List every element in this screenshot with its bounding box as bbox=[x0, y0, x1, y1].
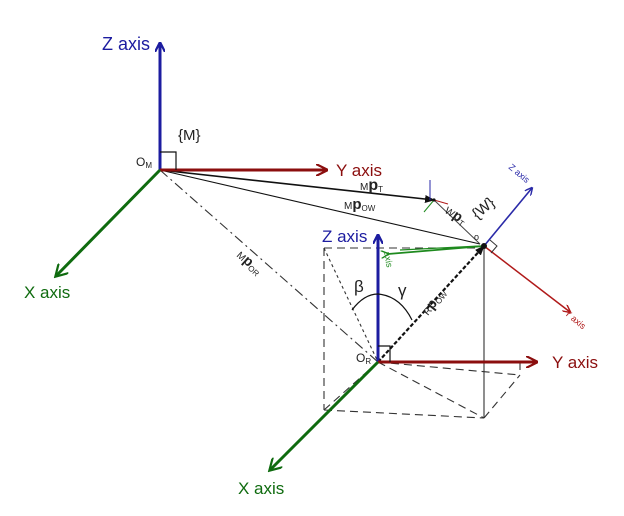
target-point bbox=[432, 198, 436, 202]
vectors bbox=[159, 169, 485, 363]
frame-m-origin-label: OM bbox=[136, 155, 152, 170]
dashed-edge bbox=[377, 361, 521, 376]
m-pow-label: MpOW bbox=[344, 196, 376, 213]
frame-m-z-label: Z axis bbox=[102, 34, 150, 54]
m-pt-label: MpT bbox=[360, 177, 383, 194]
dashed-edge bbox=[323, 247, 379, 363]
m-pt-vector-arrow bbox=[159, 169, 435, 203]
beta-angle-arc bbox=[351, 293, 379, 311]
w-pt-vector-line bbox=[433, 199, 481, 245]
m-por-vector-line bbox=[159, 169, 379, 363]
frame-w-origin-point bbox=[481, 243, 487, 249]
dashed-edge bbox=[377, 361, 485, 419]
construction-lines bbox=[159, 169, 521, 419]
frame-m-x-label: X axis bbox=[24, 283, 70, 302]
dashed-edge bbox=[483, 374, 521, 419]
frame-w-x-axis bbox=[388, 245, 485, 254]
frame-w-label: {W} bbox=[469, 194, 498, 223]
frame-m-x-axis bbox=[56, 168, 162, 276]
frame-r-x-axis bbox=[270, 360, 380, 470]
vector-labels: MpT MpOW WpT MpOR RpOW bbox=[233, 177, 471, 318]
frame-m-labels: Z axis Y axis X axis {M} OM bbox=[24, 34, 382, 302]
target-y-axis bbox=[433, 199, 449, 205]
frame-r-origin-label: OR bbox=[356, 351, 371, 366]
frame-w-y-axis bbox=[483, 245, 570, 312]
frame-r-x-label: X axis bbox=[238, 479, 284, 498]
frame-w-z-label: Z axis bbox=[507, 162, 532, 185]
frame-w-right-angle bbox=[489, 239, 498, 254]
frame-r-y-label: Y axis bbox=[552, 353, 598, 372]
r-pow-vector-arrow bbox=[377, 245, 485, 363]
frame-w-x-label: axis bbox=[382, 251, 395, 269]
frame-w-x-axis-tail bbox=[399, 245, 481, 251]
frame-r-labels: Z axis Y axis X axis OR β γ bbox=[238, 227, 598, 498]
frame-m-right-angle bbox=[160, 151, 177, 170]
frame-w-y-label: Y axis bbox=[563, 308, 588, 332]
frame-m-label: {M} bbox=[178, 127, 201, 144]
m-por-label: MpOR bbox=[233, 246, 266, 278]
frame-r-z-label: Z axis bbox=[322, 227, 367, 246]
w-pt-label: WpT bbox=[442, 201, 471, 228]
frame-w-axes bbox=[388, 180, 570, 312]
target-x-axis bbox=[423, 199, 435, 213]
gamma-label: γ bbox=[398, 281, 407, 300]
frame-r-right-angle bbox=[378, 345, 391, 362]
gamma-angle-arc bbox=[377, 293, 413, 321]
frame-w-z-axis bbox=[483, 188, 532, 247]
dashed-edge bbox=[323, 409, 485, 419]
frame-w-origin-label: o bbox=[474, 232, 479, 242]
beta-label: β bbox=[354, 277, 364, 296]
frame-r-axes bbox=[270, 236, 536, 470]
m-pow-vector-arrow bbox=[159, 169, 481, 245]
frame-m-y-label: Y axis bbox=[336, 161, 382, 180]
frame-m-axes bbox=[56, 44, 326, 276]
